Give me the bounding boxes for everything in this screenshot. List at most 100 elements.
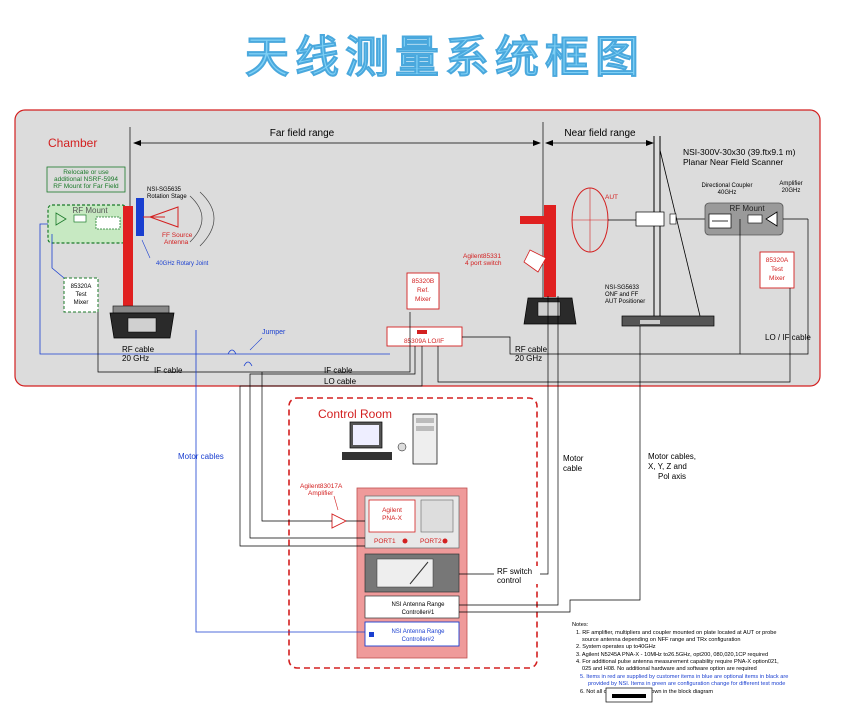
scanner-carriage — [635, 211, 665, 227]
pna-label-line1: Agilent — [382, 507, 402, 514]
dir-coupler-line2: 40GHz — [718, 190, 737, 196]
aut-label: AUT — [605, 194, 618, 201]
motor-cables-xyz-line1: Motor cables, — [648, 452, 696, 461]
test-mixer-right-line3: Mixer — [769, 275, 786, 282]
controller2-line2: Controller#2 — [402, 637, 435, 643]
chamber-label: Chamber — [48, 136, 97, 150]
lo-if-unit — [386, 326, 463, 347]
coupler-icon — [95, 216, 121, 230]
test-mixer-left-line2: Test — [75, 292, 86, 298]
note-1a: 1. RF amplifier, multipliers and coupler… — [576, 630, 776, 636]
lo-if-unit-label: 85309A LO/IF — [404, 338, 444, 345]
ref-mixer-line2: Ref. — [417, 287, 429, 294]
positioner-line2: ONF and FF — [605, 292, 639, 298]
rotary-joint-block — [136, 198, 144, 236]
ref-mixer-line3: Mixer — [415, 296, 432, 303]
keyboard-icon — [342, 452, 392, 460]
controller1-line1: NSI Antenna Range — [391, 602, 445, 608]
if-cable-mid-label: IF cable — [324, 366, 353, 375]
amplifier-right-icon — [765, 211, 778, 227]
note-1b: source antenna depending on NFF range an… — [582, 637, 741, 643]
note-2: 2. System operates up to40GHz — [576, 644, 656, 650]
jumper-label: Jumper — [262, 329, 286, 336]
positioner-line3: AUT Positioner — [605, 299, 645, 305]
control-room-area — [288, 397, 538, 669]
switch-label-line1: Agilent85331 — [463, 253, 501, 260]
control-room-label: Control Room — [318, 407, 392, 421]
motor-cable-line1: Motor — [563, 454, 584, 463]
rf-drive-cable — [261, 372, 332, 522]
test-mixer-left-line1: 85320A — [71, 284, 92, 290]
rf-mount-right-label: RF Mount — [729, 204, 765, 213]
cr-amplifier-icon — [331, 513, 348, 529]
port1-label: PORT1 — [374, 538, 396, 545]
ff-source-line1: FF Source — [162, 232, 193, 239]
pna-label-line2: PNA-X — [382, 515, 403, 522]
note-4a: 4. For additional pulse antenna measurem… — [576, 659, 779, 665]
rf-cable-right-line2: 20 GHz — [515, 354, 542, 363]
relocate-note-line3: RF Mount for Far Field — [53, 183, 119, 190]
rotation-stage-line1: NSI-SG5635 — [147, 187, 182, 193]
motor-cables-xyz-path — [459, 326, 641, 613]
test-mixer-left — [63, 277, 99, 313]
relocate-note-line2: additional NSRF-5994 — [54, 176, 118, 183]
motor-cable-path — [459, 296, 559, 606]
scanner-label-line1: NSI-300V-30x30 (39.ftx9.1 m) — [683, 147, 796, 157]
ref-mixer-line1: 85320B — [412, 278, 434, 285]
radiation-arc — [189, 195, 203, 243]
motor-cable-line2: cable — [563, 464, 583, 473]
test-mixer-right-line1: 85320A — [766, 257, 789, 264]
relocate-note-line1: Relocate or use — [63, 169, 109, 176]
controller2-line1: NSI Antenna Range — [391, 629, 445, 635]
note-5a: 5. Items in red are supplied by customer… — [580, 674, 788, 680]
rf-cable-left-path — [39, 223, 390, 355]
scanner-label-line2: Planar Near Field Scanner — [683, 157, 783, 167]
rf-switch-line1: RF switch — [497, 567, 532, 576]
rf-mount-left-label: RF Mount — [72, 206, 108, 215]
rf-switch-control-path — [459, 296, 549, 575]
ref-mixer — [406, 272, 440, 310]
rf-switch-line2: control — [497, 576, 521, 585]
rotary-joint-label: 40GHz Rotary Joint — [156, 261, 209, 267]
note-4b: 025 and H08. No additional hardware and … — [582, 666, 757, 672]
range-controller-2 — [364, 621, 460, 647]
if-cable-left-label: IF cable — [154, 366, 183, 375]
if-cable-left-path — [97, 312, 411, 373]
multiplier-right-icon — [747, 214, 763, 224]
port2-label: PORT2 — [420, 538, 442, 545]
scanner-base — [621, 315, 715, 327]
page-title: 天线测量系统框图 — [245, 32, 645, 83]
positioner-line1: NSI-SG5633 — [605, 285, 640, 291]
lo-cable-path — [239, 346, 423, 547]
far-field-tower — [123, 206, 133, 306]
lo-if-cable-label: LO / IF cable — [765, 333, 811, 342]
rf-cable-left-line1: RF cable — [122, 345, 155, 354]
relocate-note-box — [46, 166, 126, 193]
motor-cables-xyz-line3: Pol axis — [658, 472, 686, 481]
if-cable-mid-path — [249, 346, 416, 539]
jumper-arc — [227, 349, 237, 355]
motor-cables-xyz-line2: X, Y, Z and — [648, 462, 687, 471]
note-3: 3. Agilent N5245A PNA-X - 10MHz to26.5GH… — [576, 652, 768, 658]
ff-source-antenna-icon — [148, 206, 179, 228]
aut-tower — [544, 205, 556, 297]
motor-cables-label: Motor cables — [178, 452, 224, 461]
ff-source-line2: Antenna — [164, 239, 189, 246]
amplifier-icon — [55, 212, 67, 226]
test-mixer-right — [759, 251, 795, 289]
controller1-line2: Controller#1 — [402, 610, 435, 616]
test-mixer-left-line3: Mixer — [74, 300, 89, 306]
note-5b: provided by NSI. Items in green are conf… — [588, 681, 785, 687]
rf-cable-right-line1: RF cable — [515, 345, 548, 354]
cr-amplifier-line1: Agilent83017A — [300, 483, 343, 490]
dir-coupler-line1: Directional Coupler — [701, 183, 752, 189]
rotation-stage-line2: Rotation Stage — [147, 194, 187, 200]
cr-amplifier-line2: Amplifier — [308, 490, 334, 497]
lo-cable-label: LO cable — [324, 377, 357, 386]
range-controller-1 — [364, 595, 460, 619]
notes-heading: Notes: — [572, 622, 589, 628]
motor-cables-blue-path — [195, 330, 365, 633]
four-port-switch-icon — [523, 249, 547, 273]
notes-block: Notes: 1. RF amplifier, multipliers and … — [572, 622, 788, 703]
